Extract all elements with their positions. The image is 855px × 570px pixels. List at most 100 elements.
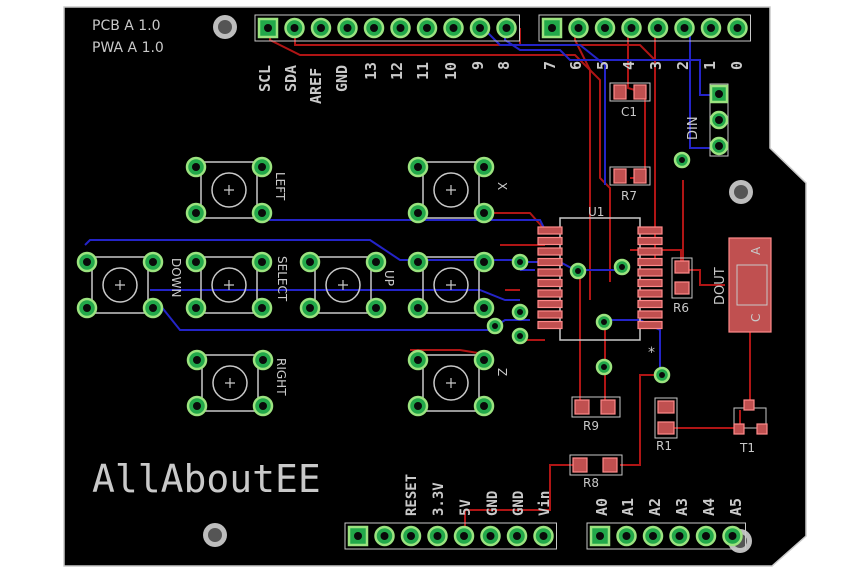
pushbutton (407, 251, 495, 319)
pushbutton (407, 349, 495, 417)
board-outline (63, 6, 807, 567)
pin-label: 0 (728, 61, 746, 70)
pin-label: SDA (282, 65, 300, 92)
header-top-left (254, 14, 520, 42)
r1-label: R1 (656, 439, 672, 453)
led-footprint: A C (728, 237, 772, 333)
c1-label: C1 (621, 105, 637, 119)
pin-label: RESET (404, 474, 420, 516)
ic-pad (637, 278, 663, 288)
ic-pad (637, 257, 663, 267)
header-bottom-analog-labels: A0 A1 A2 A3 A4 A5 (593, 498, 745, 516)
button-label-select: SELECT (275, 256, 289, 302)
resistor-r8: R8 (569, 454, 623, 490)
mounting-hole (213, 15, 237, 39)
din-connector (709, 83, 729, 157)
pin-label: GND (333, 65, 351, 92)
mounting-hole (729, 180, 753, 204)
ic-pad (537, 320, 563, 330)
pcb-version-label: PCB A 1.0 (92, 18, 161, 34)
pin-label: GND (511, 491, 527, 516)
ic-pad (537, 226, 563, 235)
pin-label: 5V (458, 499, 474, 516)
button-label-x: X (495, 182, 509, 190)
r6-label: R6 (673, 301, 689, 315)
mounting-hole (203, 523, 227, 547)
header-outline (254, 14, 520, 42)
pin-label: 3.3V (431, 482, 447, 516)
pin-label: 5 (594, 61, 612, 70)
ic-pad (637, 236, 663, 246)
ic-pad (637, 310, 663, 319)
pin-label: Vin (537, 491, 553, 516)
header-outline (344, 522, 557, 550)
cap-c1: C1 (609, 82, 651, 119)
pin-label: 8 (495, 61, 513, 70)
ic-pad (537, 289, 563, 298)
ic-pads (537, 226, 663, 330)
header-bottom-power (344, 522, 557, 550)
header-top-right-labels: 7 6 5 4 3 2 1 0 (541, 61, 746, 70)
ic-pad (537, 236, 563, 246)
header-outline (586, 522, 746, 550)
pin-label: A0 (593, 498, 611, 516)
r7-label: R7 (621, 189, 637, 203)
header-outline (538, 14, 751, 42)
button-label-right: RIGHT (274, 358, 288, 396)
button-label-up: UP (382, 270, 396, 286)
pushbutton (185, 251, 273, 319)
pin-label: AREF (307, 68, 325, 104)
r8-label: R8 (583, 476, 599, 490)
ic-pad (537, 257, 563, 267)
led-cathode-label: C (749, 314, 763, 322)
pin-label: A5 (727, 498, 745, 516)
pin-label: GND (485, 491, 501, 516)
din-label: DIN (686, 116, 701, 140)
pin-label: 10 (442, 62, 460, 80)
button-label-down: DOWN (169, 258, 183, 298)
ic-pad (637, 247, 663, 256)
resistor-r7: R7 (609, 166, 651, 203)
pin-label: 1 (701, 61, 719, 70)
transistor-t1: T1 (733, 399, 768, 455)
header-top-right (538, 14, 751, 42)
pin-label: 4 (620, 61, 638, 70)
ic-pad (537, 247, 563, 256)
ic-pad (637, 226, 663, 235)
pin-label: 9 (469, 61, 487, 70)
buttons-layer (76, 156, 495, 417)
pin-label: 2 (674, 61, 692, 70)
pwa-version-label: PWA A 1.0 (92, 40, 164, 56)
ic-pad (637, 289, 663, 298)
pin-label: A1 (619, 498, 637, 516)
pin-label: 6 (567, 61, 585, 70)
pin-label: 7 (541, 61, 559, 70)
ic-pad (637, 320, 663, 330)
logo-text: AllAboutEE (92, 457, 321, 501)
button-label-z: Z (495, 368, 509, 376)
ic-pad (637, 299, 663, 309)
pushbutton (407, 156, 495, 224)
ic-pad (537, 310, 563, 319)
pushbutton (185, 156, 273, 224)
pushbutton (186, 349, 274, 417)
ic-u1: U1 * (537, 205, 663, 361)
pin-label: 3 (647, 61, 665, 70)
pin-label: 11 (414, 62, 432, 80)
resistor-r6: R6 (671, 257, 693, 315)
t1-label: T1 (739, 441, 755, 455)
pin-label: SCL (256, 65, 274, 92)
button-label-left: LEFT (273, 172, 287, 201)
pin-label: A3 (673, 498, 691, 516)
pin1-mark: * (648, 345, 655, 361)
vias (486, 151, 691, 384)
dout-label: DOUT (713, 267, 728, 305)
pushbutton (76, 251, 164, 319)
resistor-r1: R1 (654, 397, 678, 453)
resistor-r9: R9 (571, 396, 621, 433)
pin-label: A2 (646, 498, 664, 516)
header-top-left-labels: SCL SDA AREF GND 13 12 11 10 9 8 (256, 61, 513, 104)
r9-label: R9 (583, 419, 599, 433)
header-bottom-power-labels: RESET 3.3V 5V GND GND Vin (404, 474, 553, 516)
ic-label: U1 (588, 205, 604, 219)
